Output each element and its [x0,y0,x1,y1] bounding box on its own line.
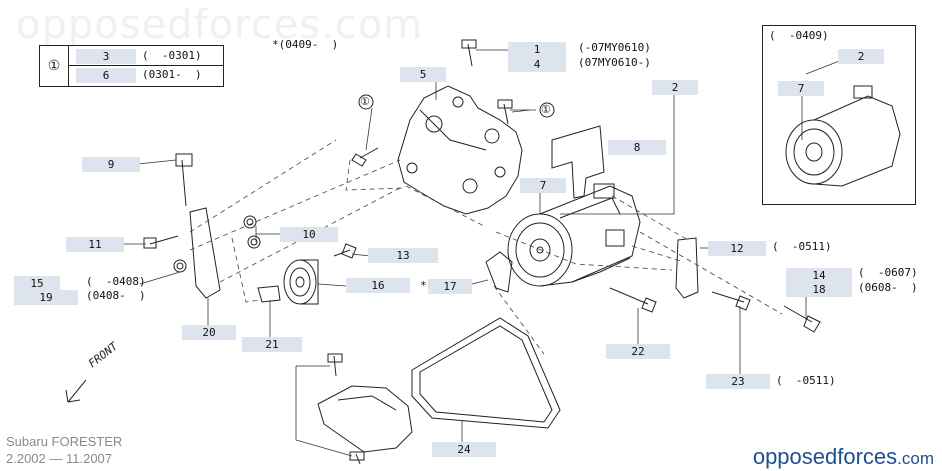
star-marker-17: * [420,279,427,292]
callout-part-24[interactable]: 24 [432,442,496,457]
brand-logo[interactable]: opposedforces.com [753,444,934,470]
callout-part-18[interactable]: 18 [786,282,852,297]
callout-part-7[interactable]: 7 [520,178,566,193]
callout-part-8[interactable]: 8 [608,140,666,155]
callout-part-15[interactable]: 15 [14,276,60,291]
legend-range-3: ( -0301) [142,49,202,62]
legend-symbol: ① [40,46,69,86]
vehicle-years: 2.2002 — 11.2007 [6,451,113,466]
callout-part-5[interactable]: 5 [400,67,446,82]
callout-part-20[interactable]: 20 [182,325,236,340]
inset-date-range: ( -0409) [769,29,829,42]
note-part-18: (0608- ) [858,281,918,294]
callout-part-13[interactable]: 13 [368,248,438,263]
callout-part-11[interactable]: 11 [66,237,124,252]
watermark: opposedforces.com [16,2,424,48]
callout-part-9[interactable]: 9 [82,157,140,172]
callout-part-2[interactable]: 2 [652,80,698,95]
note-part-1: (-07MY0610) [578,41,651,54]
note-part-15: ( -0408) [86,275,146,288]
callout-part-23[interactable]: 23 [706,374,770,389]
inset-panel: ( -0409) [762,25,916,205]
note-part-23: ( -0511) [776,374,836,387]
callout-part-3[interactable]: 3 [76,49,136,64]
callout-part-16[interactable]: 16 [346,278,410,293]
brand-name: opposedforces [752,444,898,469]
legend-table: ① 3 ( -0301) 6 (0301- ) [39,45,224,87]
note-part-14: ( -0607) [858,266,918,279]
vehicle-model: Subaru FORESTER [6,434,123,449]
circle-ref-marker: ① [360,95,370,108]
brand-suffix: .com [897,449,934,468]
circle-ref-marker: ① [541,103,551,116]
callout-part-7-inset[interactable]: 7 [778,81,824,96]
compressor-drawing [507,183,641,287]
callout-part-22[interactable]: 22 [606,344,670,359]
callout-part-21[interactable]: 21 [242,337,302,352]
star-date-note: *(0409- ) [272,38,339,51]
callout-part-12[interactable]: 12 [708,241,766,256]
inset-compressor-drawing [785,85,901,187]
callout-part-10[interactable]: 10 [280,227,338,242]
note-part-19: (0408- ) [86,289,146,302]
bracket-drawing [397,85,523,215]
callout-part-4[interactable]: 4 [508,57,566,72]
callout-part-6[interactable]: 6 [76,68,136,83]
callout-part-17[interactable]: 17 [428,279,472,294]
note-part-12: ( -0511) [772,240,832,253]
callout-part-2-inset[interactable]: 2 [838,49,884,64]
vehicle-model-info: Subaru FORESTER 2.2002 — 11.2007 [6,433,122,467]
callout-part-19[interactable]: 19 [14,290,78,305]
legend-range-6: (0301- ) [142,68,202,81]
callout-part-1[interactable]: 1 [508,42,566,57]
note-part-4: (07MY0610-) [578,56,651,69]
callout-part-14[interactable]: 14 [786,268,852,283]
